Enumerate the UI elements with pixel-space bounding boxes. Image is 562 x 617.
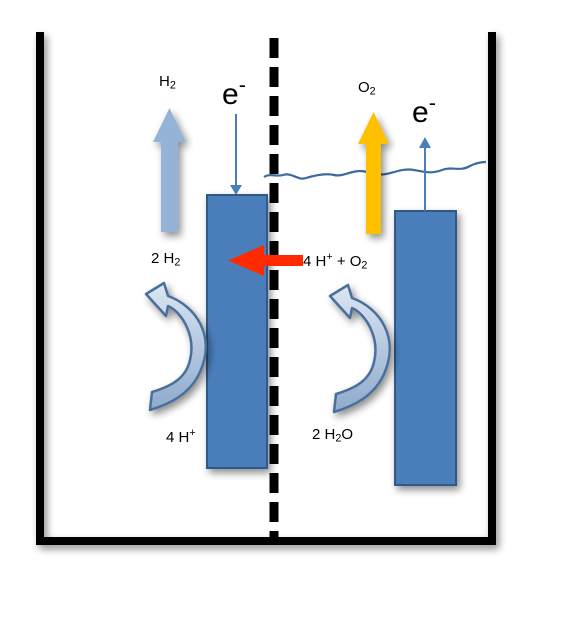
electron-left-label: e- [222, 72, 246, 111]
protons-oxygen-label: 4 H+ + O2 [303, 251, 368, 272]
electron-flow-right [419, 137, 431, 211]
proton-transfer-arrow [228, 245, 303, 276]
h2-gas-arrow [153, 108, 186, 232]
curved-arrow-right [328, 283, 391, 414]
o2-gas-label: O2 [358, 79, 376, 98]
bottom-wall [36, 537, 496, 545]
anode-electrode [394, 210, 457, 486]
container [36, 32, 496, 545]
electron-flow-left [230, 114, 242, 195]
two-h2-label: 2 H2 [151, 250, 181, 269]
h2-gas-label: H2 [159, 73, 176, 92]
cathode-electrode [206, 194, 268, 469]
curved-arrow-left [144, 281, 207, 412]
o2-gas-arrow [358, 112, 389, 234]
electron-right-label: e- [412, 90, 436, 129]
two-water-label: 2 H2O [312, 426, 354, 445]
right-wall [488, 32, 496, 544]
left-wall [36, 32, 44, 544]
four-protons-label: 4 H+ [166, 427, 196, 446]
